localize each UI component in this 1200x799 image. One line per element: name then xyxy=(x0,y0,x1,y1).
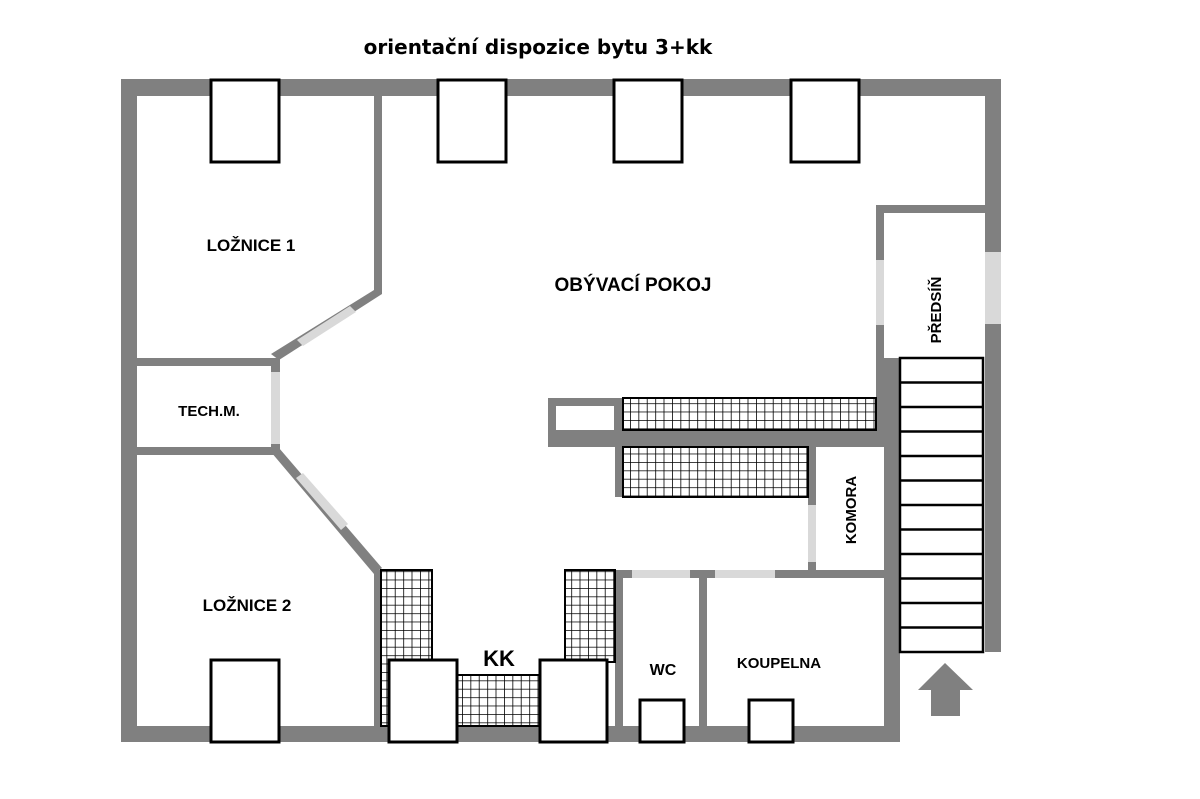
windows xyxy=(209,78,861,744)
entrance-door xyxy=(985,252,1001,324)
window xyxy=(612,78,684,164)
label-bedroom2: LOŽNICE 2 xyxy=(203,596,292,615)
window xyxy=(209,78,281,164)
kitchen-tiles xyxy=(456,674,541,727)
kitchen-tiles xyxy=(564,569,616,663)
label-tech-room: TECH.M. xyxy=(178,403,240,420)
window xyxy=(209,658,281,744)
plan-title: orientační dispozice bytu 3+kk xyxy=(364,35,713,59)
tech-door xyxy=(271,372,280,444)
window xyxy=(747,698,795,744)
arrow-up-icon xyxy=(918,663,973,716)
bedroom1-door xyxy=(297,306,356,346)
label-wc: WC xyxy=(650,662,677,679)
window xyxy=(538,658,609,744)
staircase xyxy=(898,356,985,654)
walls xyxy=(121,79,1001,742)
window xyxy=(387,658,459,744)
label-pantry: KOMORA xyxy=(843,476,860,544)
label-kitchen: KK xyxy=(483,646,515,671)
wc-door xyxy=(632,570,690,578)
label-hall: PŘEDSÍŇ xyxy=(927,277,945,344)
window xyxy=(789,78,861,164)
window xyxy=(436,78,508,164)
label-bathroom: KOUPELNA xyxy=(737,655,821,672)
label-living-room: OBÝVACÍ POKOJ xyxy=(555,274,712,296)
counter-tiles xyxy=(622,397,877,431)
bathroom-door xyxy=(715,570,775,578)
room-labels: LOŽNICE 1 OBÝVACÍ POKOJ PŘEDSÍŇ TECH.M. … xyxy=(178,236,945,679)
pantry-door xyxy=(808,505,816,562)
window xyxy=(638,698,686,744)
counter-tiles xyxy=(622,446,809,498)
bedroom2-door xyxy=(296,473,348,530)
label-bedroom1: LOŽNICE 1 xyxy=(207,236,296,255)
hall-door xyxy=(876,260,884,325)
